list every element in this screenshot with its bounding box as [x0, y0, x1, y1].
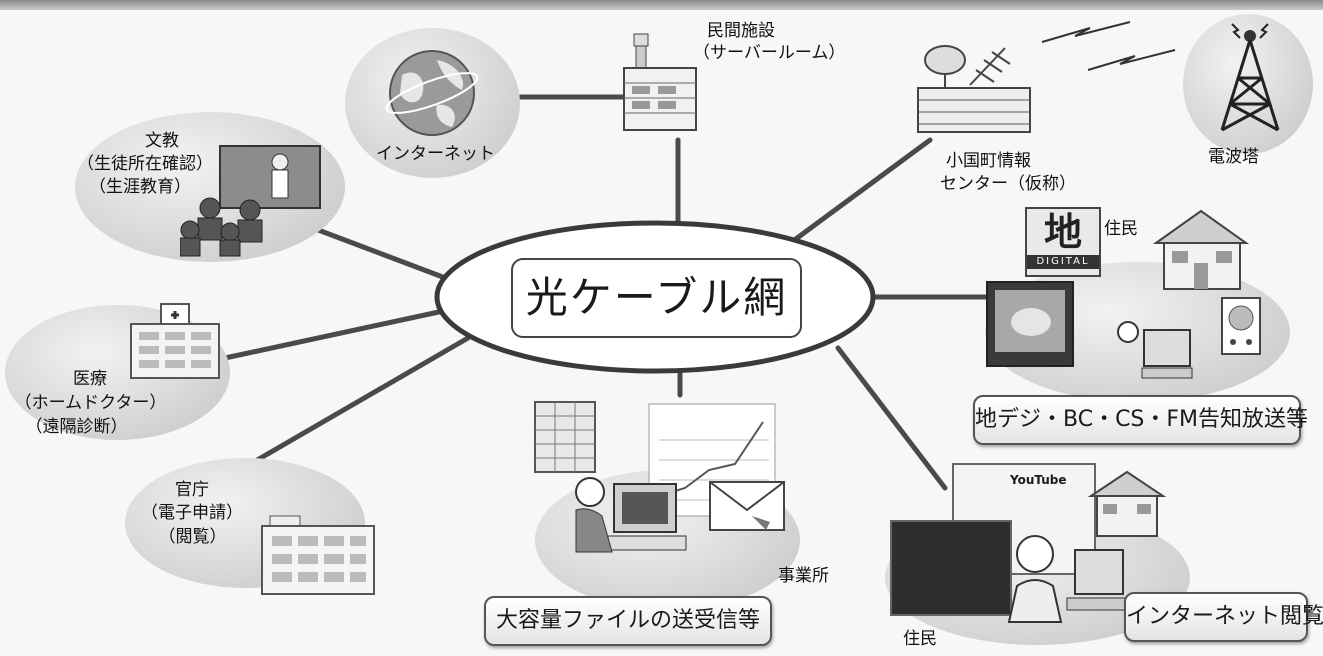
line-to-medical	[222, 307, 451, 361]
person-at-computer-icon	[1007, 535, 1128, 623]
globe-icon	[385, 50, 479, 136]
server-building-icon	[623, 33, 697, 131]
government-line3: （閲覧）	[158, 527, 227, 547]
hub-title: 光ケーブル網	[511, 258, 802, 338]
education-line1: 文教	[145, 131, 179, 151]
radio-wave-marks	[1041, 21, 1176, 71]
line-to-government	[237, 335, 471, 473]
office-label: 事業所	[778, 566, 829, 586]
government-line2: （電子申請）	[141, 503, 243, 523]
top-band	[0, 0, 1323, 10]
video-player-screenshot	[890, 520, 1012, 616]
internet-residents-label: 住民	[903, 629, 937, 649]
youtube-logo: YouTube	[1010, 473, 1067, 487]
internet-browsing-caption-box: インターネット閲覧	[1124, 592, 1323, 642]
digital-logo-mark: 地	[1043, 209, 1082, 254]
classroom-icon	[180, 145, 321, 257]
government-building-icon	[261, 515, 375, 595]
education-line2: （生徒所在確認）	[77, 154, 213, 174]
office-worker-icon	[575, 477, 687, 553]
digital-logo: 地 DIGITAL	[1025, 207, 1101, 277]
mail-envelope-icon	[709, 481, 785, 531]
server-room-line2: （サーバールーム）	[693, 43, 846, 63]
fm-receiver-icon	[1221, 297, 1261, 355]
info-center-line1: 小国町情報	[946, 151, 1031, 171]
office-caption-box: 大容量ファイルの送受信等	[484, 596, 772, 646]
government-line1: 官庁	[175, 480, 209, 500]
television-icon	[986, 281, 1074, 367]
broadcast-residents-label: 住民	[1104, 219, 1138, 239]
medical-line1: 医療	[73, 369, 107, 389]
medical-line2: （ホームドクター）	[14, 393, 167, 413]
broadcast-caption-box: 地デジ・BC・CS・FM告知放送等	[973, 395, 1308, 445]
house-icon-2	[1087, 470, 1167, 537]
server-room-line1: 民間施設	[707, 21, 775, 41]
radio-tower-label: 電波塔	[1208, 147, 1259, 167]
internet-label: インターネット	[376, 144, 495, 164]
house-icon	[1152, 209, 1250, 290]
medical-line3: （遠隔診断）	[25, 417, 128, 437]
radio-tower-icon	[1220, 23, 1280, 132]
digital-logo-sub: DIGITAL	[1027, 255, 1099, 269]
hospital-icon	[130, 303, 220, 379]
info-center-building-icon	[917, 45, 1031, 133]
office-building-icon	[534, 401, 596, 473]
line-to-internet-residents	[835, 345, 948, 491]
education-line3: （生涯教育）	[89, 177, 191, 197]
info-center-line2: センター（仮称）	[940, 174, 1076, 194]
pc-user-icon	[1117, 321, 1193, 379]
line-to-education	[302, 222, 459, 285]
